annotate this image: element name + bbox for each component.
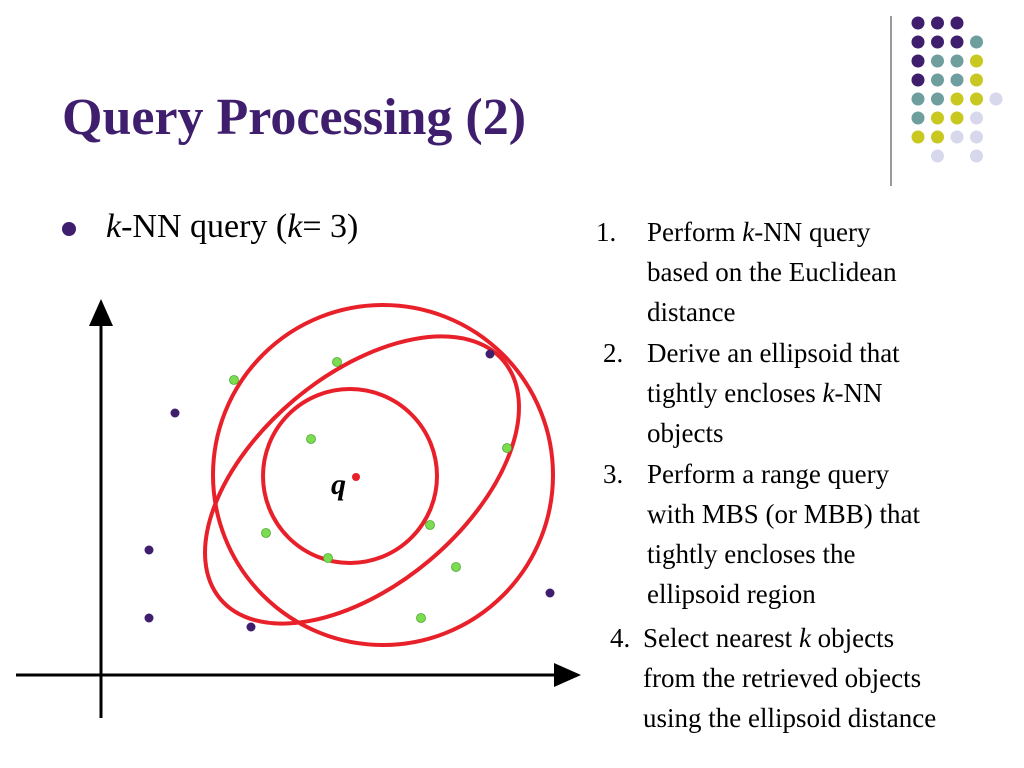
bullet-knn-query: k-NN query (k = 3) <box>62 208 358 246</box>
query-point <box>352 473 360 481</box>
step-segment: based on the Euclidean <box>647 257 897 287</box>
query-label: q <box>331 468 346 501</box>
step-line: from the retrieved objects <box>643 658 936 698</box>
slide-title: Query Processing (2) <box>62 89 527 146</box>
step-segment: -NN query <box>754 217 871 247</box>
step-segment: Select nearest <box>643 623 799 653</box>
step-line: objects <box>647 413 900 453</box>
step-line: Select nearest k objects <box>643 618 936 658</box>
step-line: Perform a range query <box>647 454 920 494</box>
step-text: Derive an ellipsoid that tightly encloses… <box>647 333 900 453</box>
step-line: ellipsoid region <box>647 574 920 614</box>
step-segment: tightly encloses <box>647 378 823 408</box>
bullet-point-icon <box>62 222 76 236</box>
retrieved-point <box>451 562 461 572</box>
outside-point <box>545 588 555 598</box>
step-segment: from the retrieved objects <box>643 663 922 693</box>
outside-point <box>485 349 495 359</box>
outside-point <box>170 408 180 418</box>
step-line: tightly encloses k-NN <box>647 373 900 413</box>
retrieved-point <box>502 443 512 453</box>
retrieved-point <box>425 520 435 530</box>
retrieved-point <box>323 553 333 563</box>
step-line: using the ellipsoid distance <box>643 698 936 738</box>
step-number: 2. <box>603 338 624 368</box>
step-number: 4. <box>610 623 631 653</box>
step-segment: k <box>798 623 811 653</box>
step-number: 3. <box>603 459 624 489</box>
step-line: Perform k-NN query <box>647 212 897 252</box>
step-segment: tightly encloses the <box>647 539 856 569</box>
bullet-text-part1: -NN query ( <box>121 208 288 245</box>
step-line: with MBS (or MBB) that <box>647 494 920 534</box>
retrieved-point <box>229 375 239 385</box>
step-segment: with MBS (or MBB) that <box>647 499 921 529</box>
outside-point <box>144 545 154 555</box>
step-text: Select nearest k objects from the retriev… <box>643 618 936 738</box>
step-segment: Perform a range query <box>647 459 890 489</box>
step-segment: objects <box>647 418 724 448</box>
bullet-k-var-2: k <box>287 208 303 245</box>
outside-point <box>144 613 154 623</box>
step-line: based on the Euclidean <box>647 252 897 292</box>
step-number: 1. <box>596 217 617 247</box>
step-line: distance <box>647 292 897 332</box>
step-line: tightly encloses the <box>647 534 920 574</box>
bullet-text-part2: = 3) <box>302 208 359 245</box>
step-line: Derive an ellipsoid that <box>647 333 900 373</box>
step-segment: k <box>742 217 755 247</box>
mbs-outer-circle <box>211 303 555 647</box>
data-points <box>144 349 555 632</box>
step-segment: ellipsoid region <box>647 579 816 609</box>
step-segment: Derive an ellipsoid that <box>647 338 900 368</box>
outside-point <box>246 622 256 632</box>
knn-inner-circle <box>261 387 439 565</box>
retrieved-point <box>416 613 426 623</box>
retrieved-point <box>332 357 342 367</box>
retrieved-point <box>261 528 271 538</box>
bullet-k-var: k <box>106 208 122 245</box>
title-divider-line <box>890 16 892 186</box>
step-segment: k <box>822 378 835 408</box>
step-segment: distance <box>647 297 736 327</box>
step-segment: using the ellipsoid distance <box>643 703 937 733</box>
step-segment: objects <box>810 623 895 653</box>
step-text: Perform k-NN query based on the Euclidean… <box>647 212 897 332</box>
step-segment: Perform <box>647 217 743 247</box>
step-segment: -NN <box>834 378 883 408</box>
step-text: Perform a range query with MBS (or MBB) t… <box>647 454 920 614</box>
ellipsoid-region <box>203 334 521 626</box>
retrieved-point <box>306 434 316 444</box>
